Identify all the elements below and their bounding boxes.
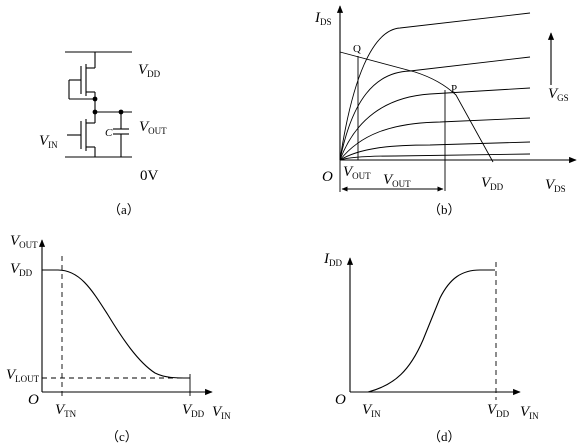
b-curve-1 xyxy=(339,12,531,161)
d-vdd-label: VDD xyxy=(487,402,510,419)
b-p-label: P xyxy=(451,83,457,95)
c-vtn-label: VTN xyxy=(55,402,77,419)
d-vin-label: VIN xyxy=(520,404,539,421)
a-ground-label: 0V xyxy=(140,168,159,184)
c-vout-label: VOUT xyxy=(10,233,38,250)
d-origin-label: O xyxy=(335,392,346,408)
c-origin-label: O xyxy=(28,392,39,408)
b-vout1-label: VOUT xyxy=(343,164,371,181)
b-vdd-label: VDD xyxy=(481,175,504,192)
d-vin-x-label: VIN xyxy=(362,402,381,419)
caption-a: （a） xyxy=(108,202,140,217)
b-curve-6 xyxy=(339,153,531,161)
b-load-line xyxy=(339,51,494,163)
caption-d: （d） xyxy=(428,429,461,444)
c-transfer-curve xyxy=(42,269,191,379)
b-q-label: Q xyxy=(353,43,361,55)
node-dot xyxy=(92,96,98,102)
b-curve-4 xyxy=(339,117,531,161)
b-curve-5 xyxy=(339,141,531,161)
panel-b-plot xyxy=(336,5,577,192)
output-node-dot xyxy=(92,109,98,115)
b-origin-label: O xyxy=(322,169,333,185)
c-vdd-label: VDD xyxy=(10,261,33,278)
c-vlout-label: VLOUT xyxy=(6,367,40,384)
d-idd-label: IDD xyxy=(323,251,342,268)
a-cap-label: C xyxy=(105,127,113,139)
b-vgs-label: VGS xyxy=(548,86,569,103)
b-curve-3 xyxy=(339,87,531,161)
caption-b: （b） xyxy=(428,202,461,217)
a-vdd-label: VDD xyxy=(138,62,161,79)
b-ids-label: IDS xyxy=(314,10,332,27)
d-current-curve xyxy=(367,269,495,393)
panel-c-plot xyxy=(38,239,213,400)
b-curve-2 xyxy=(339,56,531,161)
caption-c: （c） xyxy=(106,429,138,444)
b-vout2-label: VOUT xyxy=(383,172,411,189)
a-vout-label: VOUT xyxy=(139,119,167,136)
c-vin-label: VIN xyxy=(212,404,231,421)
c-vdd-x-label: VDD xyxy=(182,402,205,419)
a-vin-label: VIN xyxy=(39,133,58,150)
panel-d-plot xyxy=(346,257,521,400)
panel-a-circuit xyxy=(65,51,132,158)
b-vds-label: VDS xyxy=(545,177,566,194)
